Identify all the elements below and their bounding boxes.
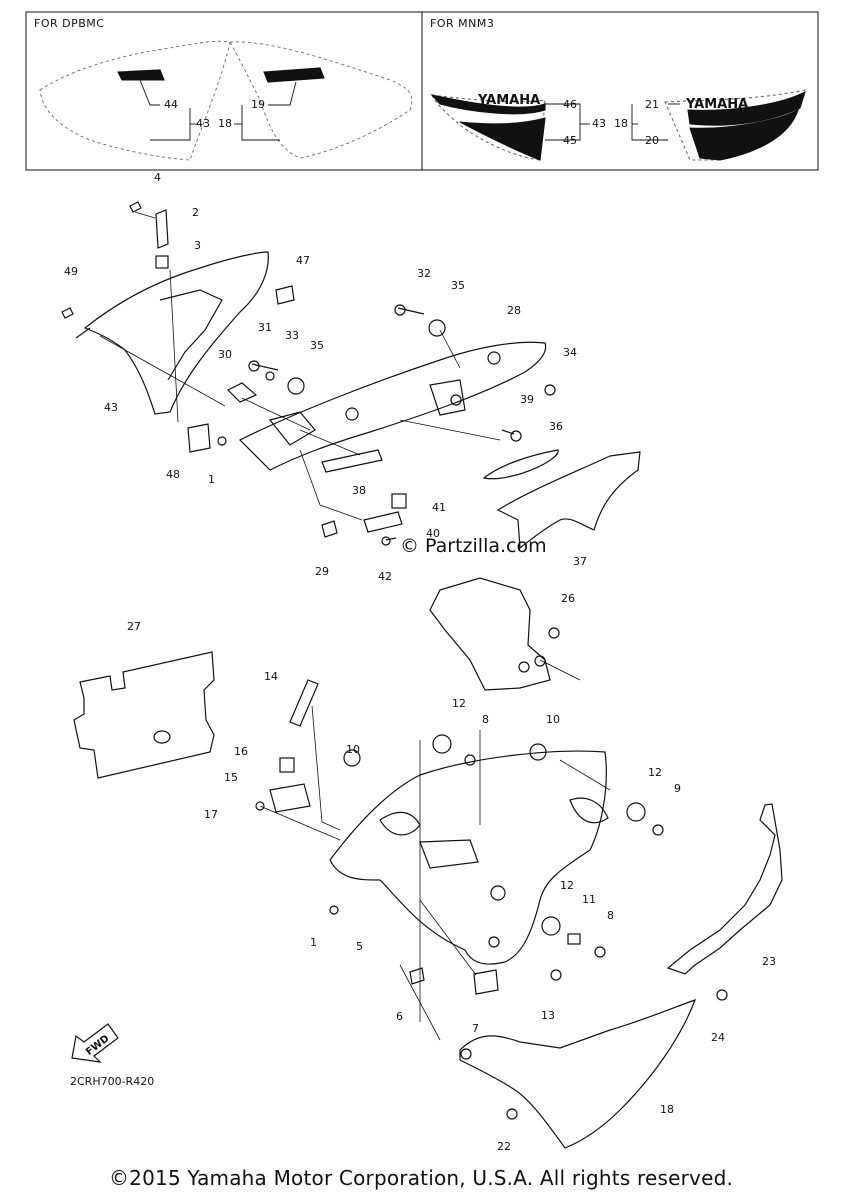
callout-3: 3 xyxy=(194,239,201,252)
callout-39: 39 xyxy=(520,393,534,406)
callout-22: 22 xyxy=(497,1140,511,1153)
upper-frame-assembly xyxy=(61,201,641,639)
diagram-code: 2CRH700-R420 xyxy=(70,1075,155,1088)
callout-16: 16 xyxy=(234,745,248,758)
lower-leader-lines xyxy=(259,659,611,1041)
callout-13: 13 xyxy=(541,1009,555,1022)
upper-leader-lines xyxy=(99,211,501,521)
mnm3-leader-lines xyxy=(545,103,680,141)
callout-15: 15 xyxy=(224,771,238,784)
callout-40: 40 xyxy=(426,527,440,540)
callout-10-right: 10 xyxy=(546,713,560,726)
callout-26: 26 xyxy=(561,592,575,605)
callout-24: 24 xyxy=(711,1031,725,1044)
dpbmc-right-stripe xyxy=(263,67,325,83)
callout-21: 21 xyxy=(645,98,659,111)
callout-36: 36 xyxy=(549,420,563,433)
callout-30: 30 xyxy=(218,348,232,361)
callout-5: 5 xyxy=(356,940,363,953)
callout-17: 17 xyxy=(204,808,218,821)
lower-assembly xyxy=(71,577,783,1149)
mnm3-brand-left: YAMAHA xyxy=(477,93,540,108)
callout-47: 47 xyxy=(296,254,310,267)
callout-23: 23 xyxy=(762,955,776,968)
watermark: © Partzilla.com xyxy=(400,535,547,557)
callout-35-mid: 35 xyxy=(310,339,324,352)
callout-41: 41 xyxy=(432,501,446,514)
callout-8-a: 8 xyxy=(482,713,489,726)
callout-38: 38 xyxy=(352,484,366,497)
inset-title-mnm3: FOR MNM3 xyxy=(430,17,495,30)
callout-46: 46 xyxy=(563,98,577,111)
callout-7: 7 xyxy=(472,1022,479,1035)
callout-6: 6 xyxy=(396,1010,403,1023)
callout-18: 18 xyxy=(660,1103,674,1116)
callout-9: 9 xyxy=(674,782,681,795)
callout-35-top: 35 xyxy=(451,279,465,292)
callout-12-b: 12 xyxy=(648,766,662,779)
callout-45: 45 xyxy=(563,134,577,147)
callout-49: 49 xyxy=(64,265,78,278)
callout-32: 32 xyxy=(417,267,431,280)
callout-10-left: 10 xyxy=(346,743,360,756)
callout-12-a: 12 xyxy=(452,697,466,710)
callout-18-right: 18 xyxy=(614,117,628,130)
callout-27: 27 xyxy=(127,620,141,633)
callout-11: 11 xyxy=(582,893,596,906)
mnm3-brand-right: YAMAHA xyxy=(685,97,748,112)
callout-43: 43 xyxy=(104,401,118,414)
callout-29: 29 xyxy=(315,565,329,578)
dpbmc-left-stripe xyxy=(117,69,165,81)
callout-12-c: 12 xyxy=(560,879,574,892)
callout-28: 28 xyxy=(507,304,521,317)
callout-34: 34 xyxy=(563,346,577,359)
callout-33: 33 xyxy=(285,329,299,342)
callout-18-left: 18 xyxy=(218,117,232,130)
callout-20: 20 xyxy=(645,134,659,147)
callout-1-lower: 1 xyxy=(310,936,317,949)
callout-31: 31 xyxy=(258,321,272,334)
inset-title-dpbmc: FOR DPBMC xyxy=(34,17,105,30)
callout-43-left: 43 xyxy=(196,117,210,130)
dpbmc-decals xyxy=(39,40,413,161)
dpbmc-leader-lines xyxy=(139,79,297,141)
callout-8-b: 8 xyxy=(607,909,614,922)
callout-14: 14 xyxy=(264,670,278,683)
callout-4: 4 xyxy=(154,171,161,184)
callout-43-right: 43 xyxy=(592,117,606,130)
callout-37: 37 xyxy=(573,555,587,568)
copyright: ©2015 Yamaha Motor Corporation, U.S.A. A… xyxy=(108,1166,734,1190)
inset-panel xyxy=(25,11,819,171)
callout-48: 48 xyxy=(166,468,180,481)
callout-1-upper: 1 xyxy=(208,473,215,486)
callout-44: 44 xyxy=(164,98,178,111)
callout-19: 19 xyxy=(251,98,265,111)
mnm3-decals xyxy=(430,89,806,161)
callout-2: 2 xyxy=(192,206,199,219)
callout-42: 42 xyxy=(378,570,392,583)
